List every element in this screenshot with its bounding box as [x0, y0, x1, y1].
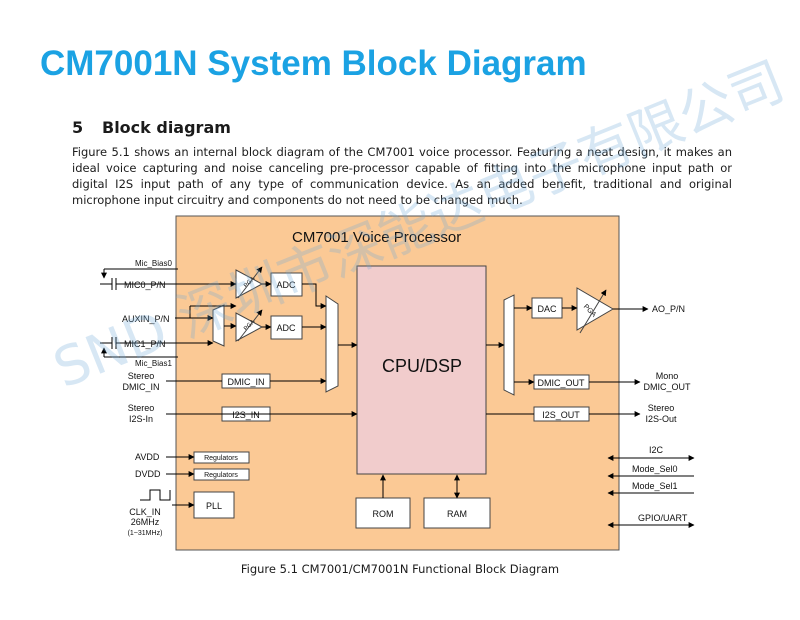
input-mux-right: [325, 295, 339, 393]
label-stereo-out-2: I2S-Out: [645, 414, 677, 424]
label-mic-bias0: Mic_Bias0: [135, 259, 172, 268]
label-clk-in: CLK_IN: [129, 507, 161, 517]
processor-title: CM7001 Voice Processor: [292, 229, 461, 246]
dmic-in-label: DMIC_IN: [227, 377, 264, 387]
label-mic1: MIC1_P/N: [124, 339, 166, 349]
dac-label: DAC: [537, 304, 557, 314]
rom-label: ROM: [373, 509, 394, 519]
i2s-in-label: I2S_IN: [232, 410, 260, 420]
dmic-out-label: DMIC_OUT: [538, 378, 586, 388]
label-stereo-i2s-2: I2S-In: [129, 414, 153, 424]
section-heading: 5 Block diagram: [72, 118, 231, 137]
cpu-dsp-label: CPU/DSP: [382, 356, 462, 376]
connections: [100, 268, 695, 528]
figure-caption: Figure 5.1 CM7001/CM7001N Functional Blo…: [240, 562, 560, 576]
cpu-dsp-block: [356, 265, 487, 475]
pll-block: [193, 491, 235, 519]
label-clk-freq: 26MHz: [131, 517, 160, 527]
label-stereo-i2s-1: Stereo: [128, 403, 155, 413]
pll-label: PLL: [206, 501, 222, 511]
regulator-label-2: Regulators: [204, 472, 238, 479]
label-mic-bias1: Mic_Bias1: [135, 359, 172, 368]
pga-bottom-var: [237, 309, 263, 342]
label-ao: AO_P/N: [652, 304, 685, 314]
i2s-out-label: I2S_OUT: [542, 410, 580, 420]
label-avdd: AVDD: [135, 452, 160, 462]
output-mux: [503, 294, 515, 396]
section-title: Block diagram: [102, 118, 231, 137]
label-mode-sel0: Mode_Sel0: [632, 464, 678, 474]
label-mode-sel1: Mode_Sel1: [632, 481, 678, 491]
intro-paragraph: Figure 5.1 shows an internal block diagr…: [72, 145, 732, 207]
label-mono-2: DMIC_OUT: [644, 382, 692, 392]
adc-bottom-label: ADC: [276, 323, 296, 333]
regulator-label-1: Regulators: [204, 455, 238, 462]
label-gpio: GPIO/UART: [638, 513, 688, 523]
ram-label: RAM: [447, 509, 467, 519]
pga-out-var: [579, 289, 607, 334]
adc-top-label: ADC: [276, 280, 296, 290]
page-title: CM7001N System Block Diagram: [40, 44, 587, 83]
input-mux-left: [212, 304, 225, 347]
label-mono-1: Mono: [656, 371, 679, 381]
label-dvdd: DVDD: [135, 469, 161, 479]
pga-top-var: [237, 266, 263, 299]
label-stereo-dmic-1: Stereo: [128, 371, 155, 381]
section-number: 5: [72, 118, 84, 137]
label-stereo-dmic-2: DMIC_IN: [122, 382, 159, 392]
label-stereo-out-1: Stereo: [648, 403, 675, 413]
label-mic0: MIC0_P/N: [124, 280, 166, 290]
rom-block: [355, 497, 411, 529]
label-clk-range: (1~31MHz): [128, 530, 163, 537]
label-i2c: I2C: [649, 445, 664, 455]
label-auxin: AUXIN_P/N: [122, 314, 170, 324]
